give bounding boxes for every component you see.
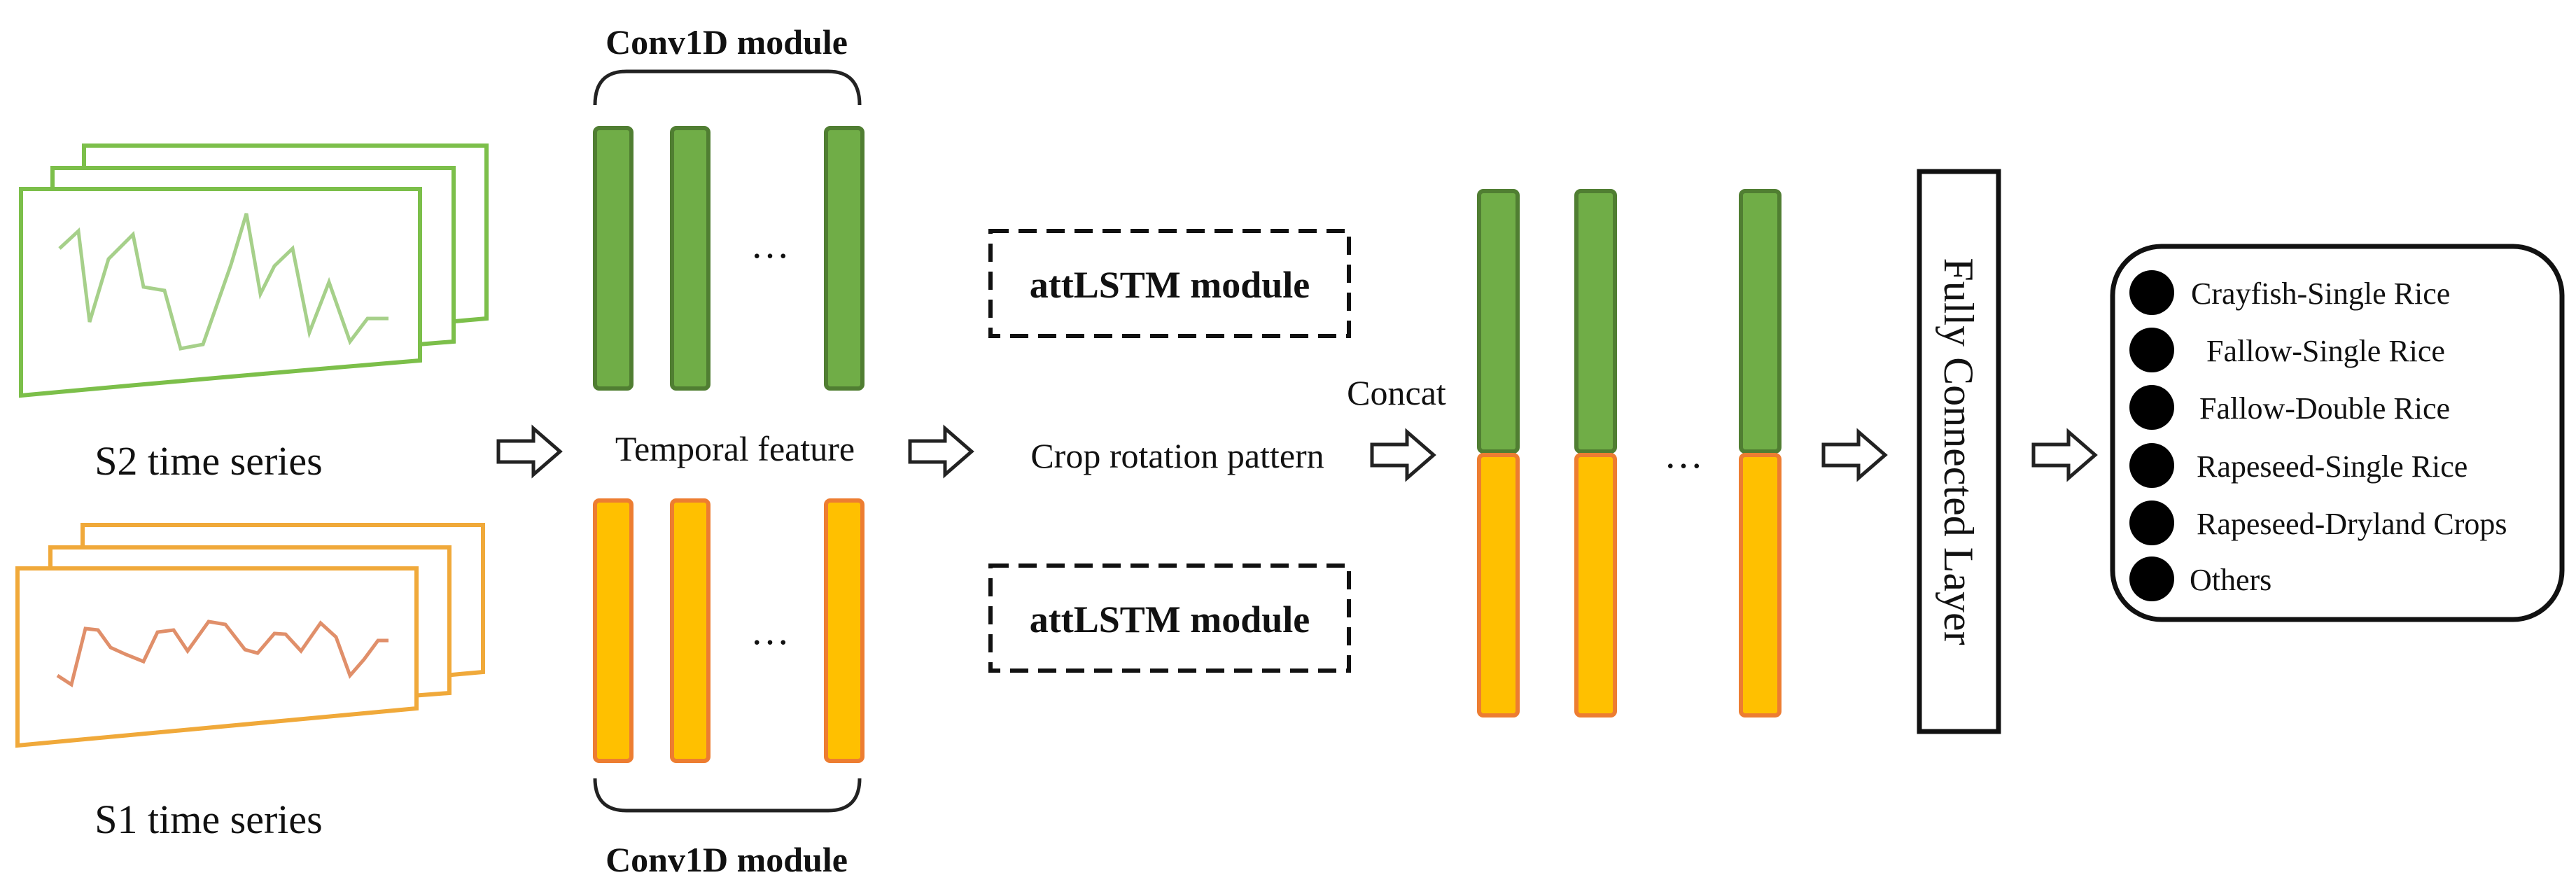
concat-column-3-orange xyxy=(1739,453,1782,718)
s1-frame-front xyxy=(15,566,419,748)
flow-arrows xyxy=(496,424,2098,482)
temporal-feature-label: Temporal feature xyxy=(615,429,855,468)
crop-rotation-label: Crop rotation pattern xyxy=(1030,436,1324,475)
attlstm-bottom-box xyxy=(988,564,1351,673)
s1-series-label: S1 time series xyxy=(94,797,322,842)
conv1d-bottom-ellipsis: … xyxy=(750,610,790,653)
output-class-bullet xyxy=(2129,385,2174,430)
arrow-inputs-to-conv xyxy=(496,424,563,479)
conv1d-bottom-brace xyxy=(593,778,862,813)
concat-column-1-green xyxy=(1477,189,1520,454)
output-classes-box xyxy=(2110,244,2565,622)
conv1d-top-brace xyxy=(593,69,862,106)
conv1d-top-ellipsis: … xyxy=(750,223,790,267)
conv1d-top-bars xyxy=(593,126,864,391)
output-class-bullet xyxy=(2129,270,2174,315)
fully-connected-label: Fully Connected Layer xyxy=(1935,258,1982,645)
output-class-label: Rapeseed-Single Rice xyxy=(2197,449,2468,484)
concat-column-2 xyxy=(1574,189,1617,718)
output-class-bullet xyxy=(2129,556,2174,601)
conv1d-bottom-label: Conv1D module xyxy=(606,840,848,879)
s2-signal-line xyxy=(58,213,388,351)
conv1d-top-bar-1 xyxy=(593,126,634,391)
s2-series-label: S2 time series xyxy=(94,438,322,484)
attlstm-top-label: attLSTM module xyxy=(1030,264,1310,306)
concat-column-1-orange xyxy=(1477,453,1520,718)
conv1d-top-bar-2 xyxy=(670,126,710,391)
output-class-label: Fallow-Single Rice xyxy=(2206,334,2445,368)
output-class-bullet xyxy=(2129,443,2174,488)
conv1d-bottom-bar-2 xyxy=(670,498,710,763)
arrow-fc-to-output xyxy=(2031,428,2098,482)
attlstm-top-box xyxy=(988,229,1351,338)
concat-column-3 xyxy=(1739,189,1782,718)
arrow-lstm-to-concat xyxy=(1370,428,1436,482)
concat-column-2-orange xyxy=(1574,453,1617,718)
arrow-concat-to-fc xyxy=(1821,428,1888,482)
s2-input-stack xyxy=(19,144,489,398)
arrow-conv-to-lstm xyxy=(908,424,974,479)
s1-signal-line xyxy=(56,620,388,688)
fully-connected-box xyxy=(1917,169,2001,734)
s1-input-stack xyxy=(15,523,485,748)
conv1d-bottom-bars xyxy=(593,498,864,763)
output-class-label: Rapeseed-Dryland Crops xyxy=(2197,507,2507,541)
concat-ellipsis: … xyxy=(1664,433,1703,477)
output-class-label: Crayfish-Single Rice xyxy=(2191,276,2450,311)
output-class-bullet xyxy=(2129,500,2174,545)
attlstm-bottom-label: attLSTM module xyxy=(1030,598,1310,640)
output-class-label: Fallow-Double Rice xyxy=(2199,391,2450,426)
concat-label: Concat xyxy=(1347,373,1446,412)
concat-columns xyxy=(1477,189,1782,718)
conv1d-bottom-bar-3 xyxy=(824,498,864,763)
concat-column-2-green xyxy=(1574,189,1617,454)
concat-column-3-green xyxy=(1739,189,1782,454)
conv1d-top-label: Conv1D module xyxy=(606,22,848,62)
concat-column-1 xyxy=(1477,189,1520,718)
conv1d-top-bar-3 xyxy=(824,126,864,391)
output-class-label: Others xyxy=(2190,563,2272,597)
output-class-bullet xyxy=(2129,328,2174,372)
conv1d-bottom-bar-1 xyxy=(593,498,634,763)
